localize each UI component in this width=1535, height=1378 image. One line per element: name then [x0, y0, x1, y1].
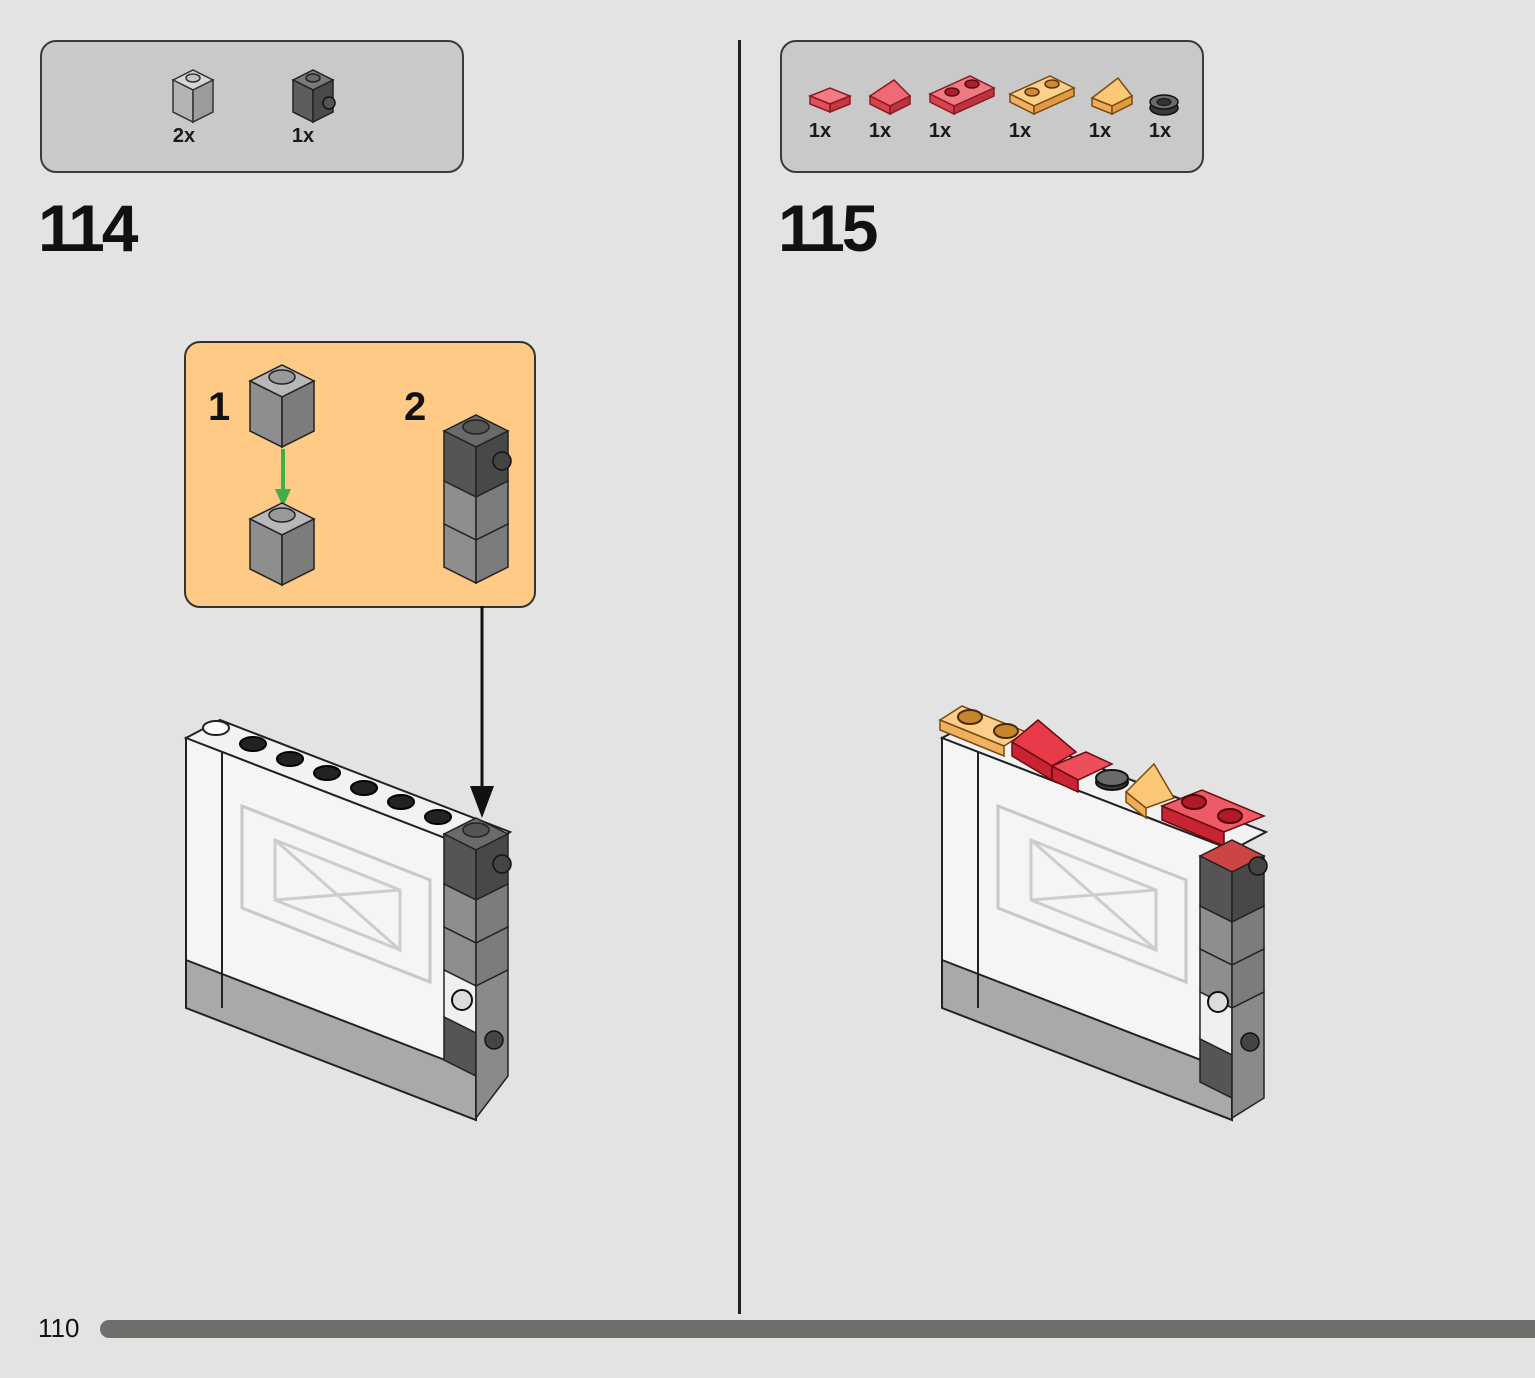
subassembly-callout: 1 2 [184, 341, 536, 608]
part-qty: 1x [928, 120, 952, 142]
trans-orange-plate-icon [1008, 75, 1076, 116]
light-grey-brick [248, 502, 316, 587]
subassembly-art [248, 364, 512, 587]
step-number-115: 115 [778, 191, 878, 265]
stacked-bricks [442, 414, 512, 585]
dark-grey-round-tile-icon [1149, 94, 1179, 116]
step-114-model [183, 718, 513, 1122]
progress-bar [100, 1320, 1535, 1338]
part-qty: 1x [808, 120, 832, 142]
trans-red-plate-icon [928, 75, 996, 116]
trans-orange-slope-icon [1090, 76, 1134, 116]
light-grey-brick-icon [171, 69, 215, 124]
grey-column [1198, 839, 1268, 1120]
placement-arrow-icon [470, 606, 494, 818]
top-studs [202, 720, 452, 825]
step-114-parts-box: 2x 1x [40, 40, 464, 173]
part-qty: 1x [291, 125, 315, 147]
part-qty: 1x [868, 120, 892, 142]
step-114-parts-art [171, 69, 336, 124]
dark-grey-side-stud-brick-icon [291, 69, 336, 124]
step-divider [738, 40, 741, 1314]
part-qty: 1x [1088, 120, 1112, 142]
substep-label-1: 1 [208, 385, 231, 429]
step-115-model [938, 705, 1269, 1122]
green-arrowhead-icon [275, 489, 291, 507]
page-number: 110 [38, 1313, 80, 1343]
part-qty: 1x [1008, 120, 1032, 142]
part-qty: 2x [172, 125, 196, 147]
trans-red-slope-icon [868, 79, 912, 116]
substep-label-2: 2 [404, 385, 427, 429]
light-grey-brick [248, 364, 316, 449]
top-trans-pieces [938, 705, 1266, 848]
step-number-114: 114 [38, 191, 138, 265]
part-qty: 1x [1148, 120, 1172, 142]
step-115-parts-box: 1x 1x 1x 1x 1x 1x [780, 40, 1204, 173]
grey-column [442, 817, 512, 1121]
step-115-parts-art [807, 75, 1179, 116]
trans-red-tile-icon [807, 87, 853, 114]
